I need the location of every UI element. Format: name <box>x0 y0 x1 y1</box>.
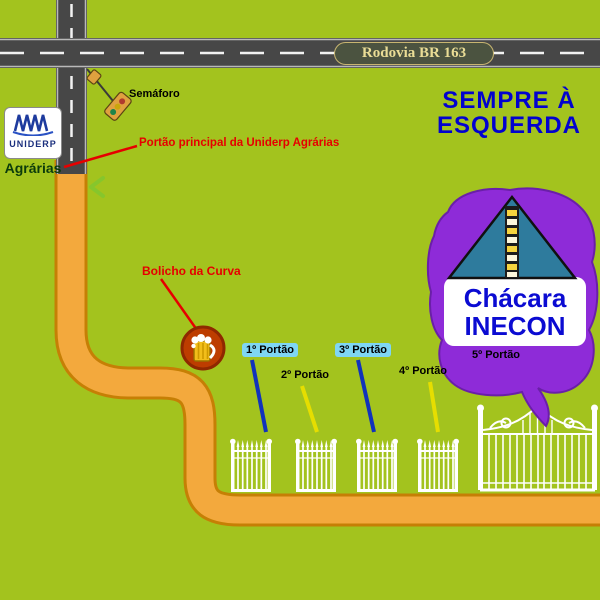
cross-street-road <box>56 0 87 174</box>
uniderp-name: UNIDERP <box>9 139 57 149</box>
gate-pointer-line-1 <box>250 359 268 433</box>
gate-label-5: 5º Portão <box>472 349 521 361</box>
direction-note: SEMPRE À ESQUERDA <box>420 88 598 138</box>
gate-5-icon <box>477 399 598 492</box>
uniderp-logo: UNIDERP <box>4 107 62 159</box>
gate-pointer-line-2 <box>300 385 319 433</box>
gate-2-icon <box>293 437 339 494</box>
gate-3-icon <box>354 437 400 494</box>
agrarias-label: Agrárias <box>4 160 62 176</box>
direction-line1: SEMPRE À <box>442 87 576 114</box>
main-gate-pointer-line <box>63 144 138 169</box>
direction-line2: ESQUERDA <box>436 112 582 139</box>
highway-label: Rodovia BR 163 <box>361 45 467 61</box>
chacara-bubble <box>426 187 599 428</box>
bolicho-pointer-line <box>159 278 199 331</box>
gate-pointer-line-4 <box>428 381 440 433</box>
gate-pointer-line-3 <box>356 359 376 433</box>
semaforo-label: Semáforo <box>129 88 180 100</box>
pyramid-icon <box>446 194 578 280</box>
main-gate-note: Portão principal da Uniderp Agrárias <box>139 137 340 149</box>
gate-label-1: 1º Portão <box>242 343 299 357</box>
gate-label-2: 2º Portão <box>281 369 330 381</box>
highway-badge: Rodovia BR 163 <box>334 42 494 65</box>
beer-mug-icon <box>180 325 226 371</box>
gate-1-icon <box>228 437 274 494</box>
turn-arrow-icon <box>89 176 105 198</box>
chacara-line1: Chácara <box>463 283 567 313</box>
gate-label-3: 3º Portão <box>335 343 392 357</box>
chacara-text-panel <box>444 277 586 346</box>
chacara-line2: INECON <box>464 311 566 341</box>
gate-label-4: 4º Portão <box>399 365 448 377</box>
bolicho-label: Bolicho da Curva <box>142 264 241 278</box>
gate-4-icon <box>415 437 461 494</box>
chacara-label: Chácara INECON <box>444 284 586 340</box>
traffic-light-icon <box>86 68 132 121</box>
highway-road <box>0 38 600 68</box>
dirt-road <box>54 160 600 527</box>
uniderp-logo-mark <box>12 114 54 137</box>
